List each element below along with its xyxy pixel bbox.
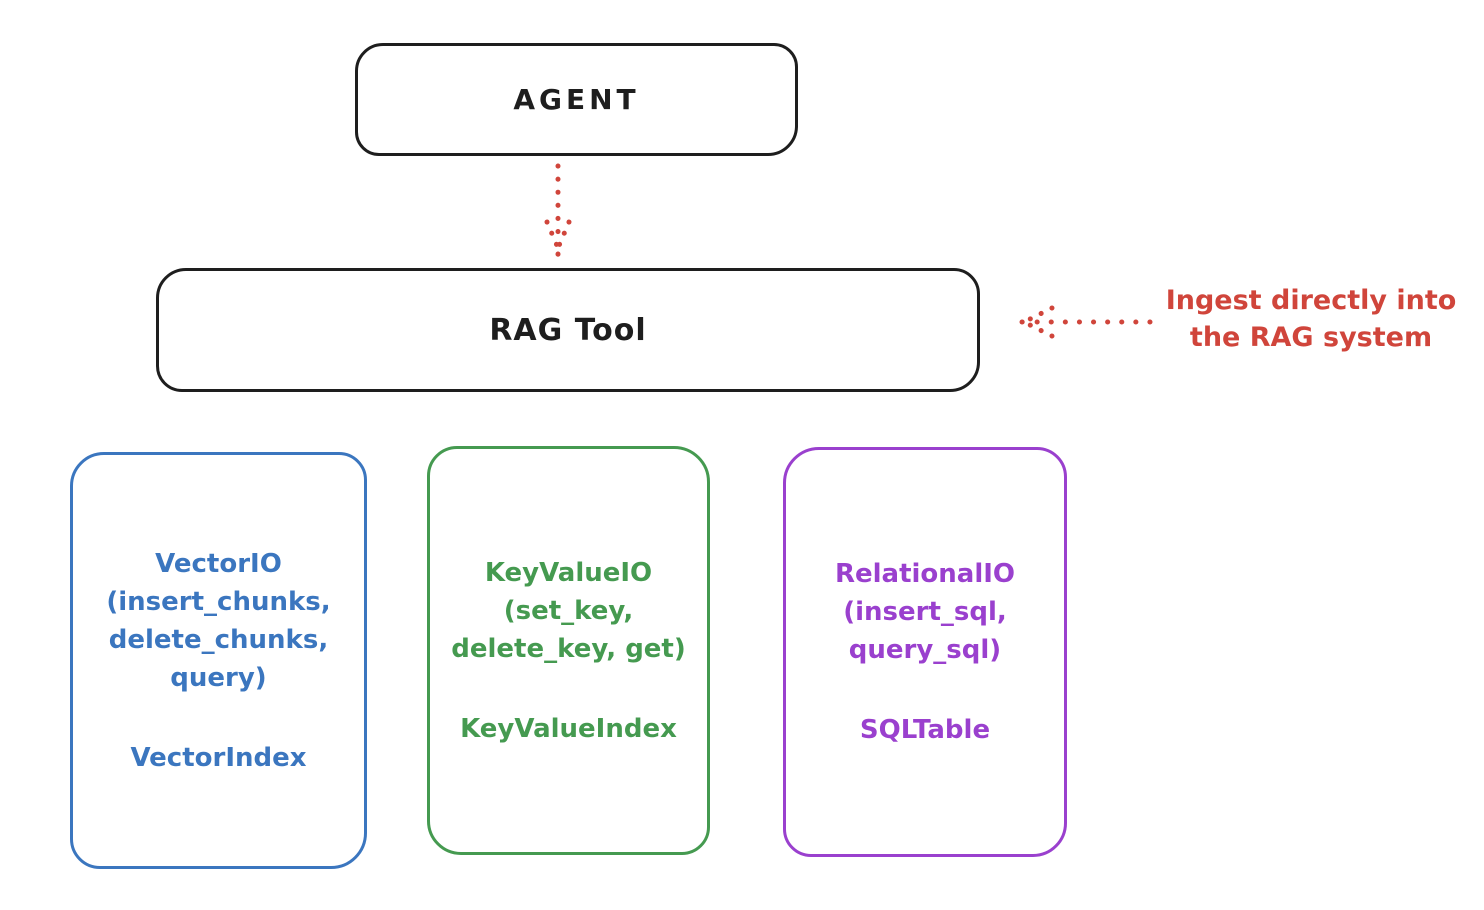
- vector-io-title-line: VectorIO: [155, 548, 282, 579]
- keyvalue-io-title-line: KeyValueIO: [484, 557, 653, 588]
- rag-tool-node: RAG Tool: [156, 268, 980, 392]
- keyvalue-io-title-line: (set_key,: [503, 595, 634, 626]
- agent-node: AGENT: [355, 43, 798, 156]
- agent-to-rag-arrow: [544, 163, 572, 257]
- relational-io-title-line: (insert_sql,: [843, 597, 1007, 627]
- relational-io-title-line: RelationalIO: [834, 559, 1016, 589]
- vector-index-label: VectorIndex: [130, 742, 307, 773]
- vector-io-node: VectorIO (insert_chunks, delete_chunks, …: [70, 452, 367, 869]
- ingest-annotation-line-1: Ingest directly into: [1165, 285, 1457, 316]
- keyvalue-index-label: KeyValueIndex: [460, 713, 677, 744]
- vector-io-title-line: (insert_chunks,: [106, 586, 331, 617]
- annotation-to-rag-arrow: [1019, 305, 1153, 339]
- keyvalue-io-node: KeyValueIO (set_key, delete_key, get) Ke…: [427, 446, 710, 855]
- vector-io-title-line: query): [170, 662, 267, 693]
- keyvalue-io-title-line: delete_key, get): [451, 633, 686, 664]
- sql-table-label: SQLTable: [859, 715, 991, 745]
- vector-io-title-line: delete_chunks,: [108, 624, 329, 655]
- relational-io-node: RelationalIO (insert_sql, query_sql) SQL…: [783, 447, 1067, 857]
- agent-node-label: AGENT: [513, 83, 640, 116]
- ingest-annotation-line-2: the RAG system: [1189, 322, 1433, 353]
- ingest-annotation: Ingest directly into the RAG system: [1138, 282, 1484, 356]
- rag-tool-node-label: RAG Tool: [489, 312, 647, 348]
- relational-io-title-line: query_sql): [848, 635, 1002, 665]
